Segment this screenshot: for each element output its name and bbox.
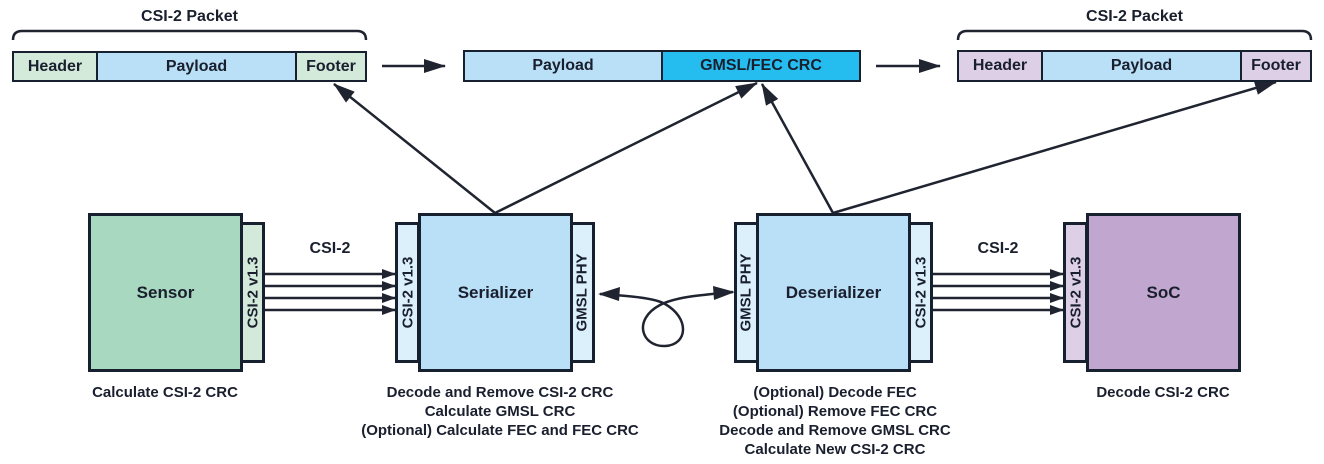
serializer-to-crc-arrow: [494, 81, 758, 215]
left-packet-header: Header: [12, 51, 98, 82]
soc-csi2-tab-label: CSI-2 v1.3: [1067, 256, 1084, 329]
deserializer-caption-line: Calculate New CSI-2 CRC: [744, 441, 926, 458]
sensor-link-label: CSI-2: [309, 240, 351, 257]
deserializer-csi2-tab-label: CSI-2 v1.3: [912, 256, 929, 329]
deserializer-gmsl-phy-tab-label: GMSL PHY: [738, 253, 756, 332]
deserializer-gmsl-phy-tab: GMSL PHY: [734, 222, 759, 363]
soc-csi2-tab: CSI-2 v1.3: [1063, 222, 1088, 363]
serializer-caption-line: Calculate GMSL CRC: [424, 403, 576, 420]
serializer-csi2-tab-label: CSI-2 v1.3: [399, 256, 416, 329]
sensor-caption: Calculate CSI-2 CRC: [60, 383, 270, 402]
left-packet-footer: Footer: [295, 51, 367, 82]
sensor-csi2-tab-label: CSI-2 v1.3: [244, 256, 261, 329]
right-packet-payload: Payload: [1041, 50, 1242, 82]
left-packet-title: CSI-2 Packet: [141, 8, 238, 25]
serializer-csi2-tab: CSI-2 v1.3: [395, 222, 420, 363]
sensor-block: Sensor: [88, 213, 243, 372]
deserializer-caption-line: (Optional) Decode FEC: [753, 384, 917, 401]
sensor-caption-line: Calculate CSI-2 CRC: [92, 384, 238, 401]
deserializer-link-label: CSI-2: [977, 240, 1019, 257]
middle-packet-payload: Payload: [463, 50, 663, 82]
right-packet-footer: Footer: [1240, 50, 1312, 82]
deserializer-to-soc-lanes: [932, 269, 1064, 315]
deserializer-block: Deserializer: [756, 213, 911, 372]
serializer-block: Serializer: [418, 213, 573, 372]
soc-caption-line: Decode CSI-2 CRC: [1096, 384, 1230, 401]
left-packet-brace: [11, 29, 368, 41]
deserializer-caption-line: (Optional) Remove FEC CRC: [732, 403, 938, 420]
soc-caption: Decode CSI-2 CRC: [1060, 383, 1266, 402]
deserializer-caption: (Optional) Decode FEC (Optional) Remove …: [690, 383, 980, 459]
right-packet-brace: [956, 29, 1313, 41]
serializer-gmsl-phy-tab-label: GMSL PHY: [574, 253, 592, 332]
left-packet-payload: Payload: [96, 51, 297, 82]
sensor-csi2-tab: CSI-2 v1.3: [240, 222, 265, 363]
serializer-caption: Decode and Remove CSI-2 CRC Calculate GM…: [330, 383, 670, 440]
middle-packet-crc: GMSL/FEC CRC: [661, 50, 861, 82]
serializer-caption-line: Decode and Remove CSI-2 CRC: [386, 384, 614, 401]
serializer-gmsl-phy-tab: GMSL PHY: [570, 222, 595, 363]
sensor-to-serializer-lanes: [264, 269, 396, 315]
right-packet-title: CSI-2 Packet: [1086, 8, 1183, 25]
deserializer-caption-line: Decode and Remove GMSL CRC: [719, 422, 951, 439]
deserializer-to-crc-arrow: [760, 83, 835, 214]
serializer-caption-line: (Optional) Calculate FEC and FEC CRC: [361, 422, 639, 439]
gmsl-cable-arrow-right: [713, 286, 735, 300]
deserializer-to-footer-arrow: [832, 80, 1277, 215]
right-packet-header: Header: [957, 50, 1043, 82]
soc-block: SoC: [1086, 213, 1241, 372]
serializer-to-footer-arrow: [333, 83, 496, 214]
gmsl-cable-arrow-left: [598, 287, 620, 301]
deserializer-csi2-tab: CSI-2 v1.3: [908, 222, 933, 363]
gmsl-cable-loop: [599, 290, 734, 348]
